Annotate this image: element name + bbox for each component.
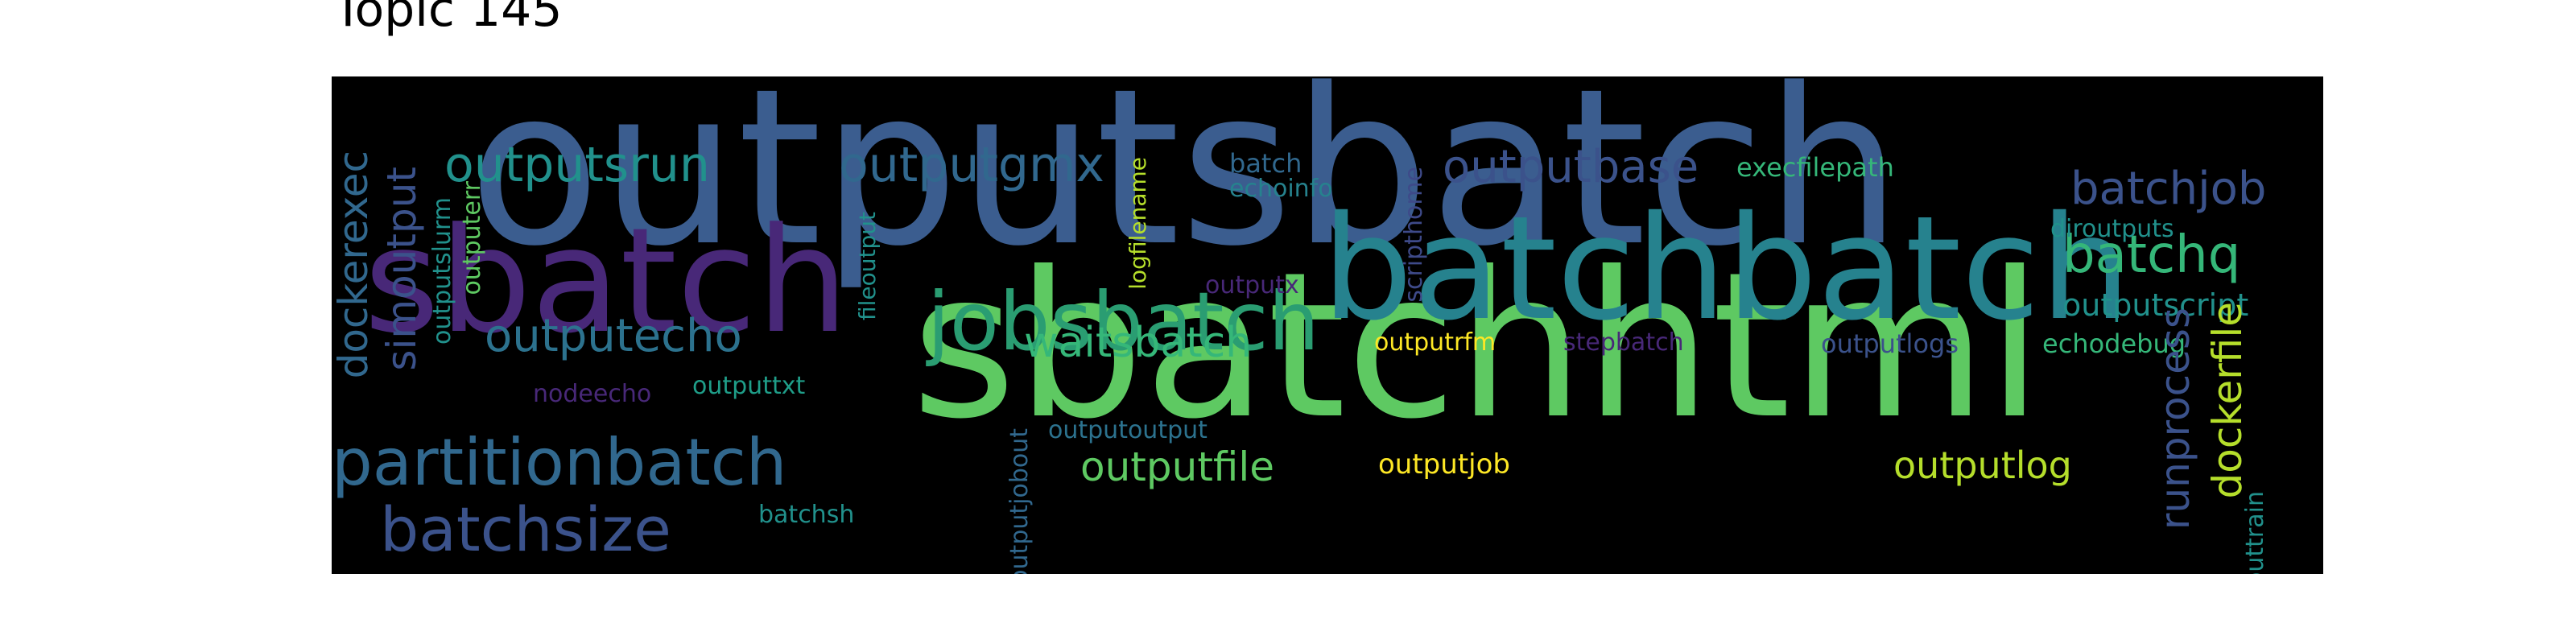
cloud-word: outputsbatch bbox=[469, 76, 1902, 294]
cloud-word: logfilename bbox=[1125, 156, 1151, 290]
cloud-word: batchq bbox=[2062, 225, 2241, 285]
cloud-word: echoinfo bbox=[1229, 175, 1333, 203]
cloud-word: batchbatch bbox=[1322, 185, 2132, 352]
cloud-word: diroutputs bbox=[2050, 215, 2174, 243]
cloud-word: waitsbatch bbox=[1024, 319, 1253, 367]
cloud-word: hsecho bbox=[679, 573, 771, 574]
cloud-word: batchsh bbox=[758, 501, 855, 529]
cloud-word: sbatchhtml bbox=[911, 229, 2043, 463]
cloud-word: outputjob bbox=[1378, 448, 1510, 481]
cloud-word: dockerfile bbox=[2204, 301, 2251, 499]
cloud-word: outputjobout bbox=[1005, 427, 1034, 574]
cloud-word: batchjob bbox=[2070, 163, 2267, 215]
cloud-word: outputtrain bbox=[2241, 490, 2269, 574]
cloud-word: outputoutput bbox=[1048, 416, 1208, 444]
cloud-word: stepbatch bbox=[1563, 328, 1684, 357]
cloud-word: nodeecho bbox=[533, 380, 652, 408]
cloud-word: outputerr bbox=[458, 180, 486, 295]
cloud-word: outputrfm bbox=[1374, 328, 1496, 357]
cloud-word: outputtxt bbox=[692, 372, 806, 400]
cloud-word: echodebug bbox=[2042, 328, 2186, 359]
cloud-word: simoutput bbox=[378, 166, 425, 371]
cloud-word: batchsize bbox=[380, 493, 671, 565]
cloud-word: scripthome bbox=[1400, 166, 1428, 303]
cloud-word: fileoutput bbox=[854, 211, 881, 320]
cloud-word: runprocess bbox=[2152, 307, 2198, 530]
cloud-word: execfilepath bbox=[1736, 152, 1894, 183]
cloud-word: sbatch bbox=[364, 197, 848, 365]
cloud-word: outputsrun bbox=[444, 137, 710, 193]
cloud-word: outputslurm bbox=[428, 196, 456, 345]
cloud-word: jobsbatch bbox=[927, 275, 1319, 369]
cloud-word: partitionbatch bbox=[332, 425, 787, 500]
cloud-word: outputscript bbox=[2062, 287, 2249, 323]
cloud-word: outputlog bbox=[1893, 444, 2072, 487]
cloud-word: outputbase bbox=[1443, 141, 1699, 193]
chart-title: Topic 145 bbox=[333, 0, 563, 38]
cloud-word: batch bbox=[1229, 148, 1302, 179]
cloud-word: outputgmx bbox=[839, 137, 1104, 193]
cloud-word: outputecho bbox=[485, 310, 742, 362]
cloud-word: outputfile bbox=[1080, 444, 1275, 490]
cloud-word: outputlogs bbox=[1821, 328, 1959, 359]
cloud-word: outputx bbox=[1205, 271, 1299, 299]
cloud-word: dockerexec bbox=[332, 150, 377, 379]
